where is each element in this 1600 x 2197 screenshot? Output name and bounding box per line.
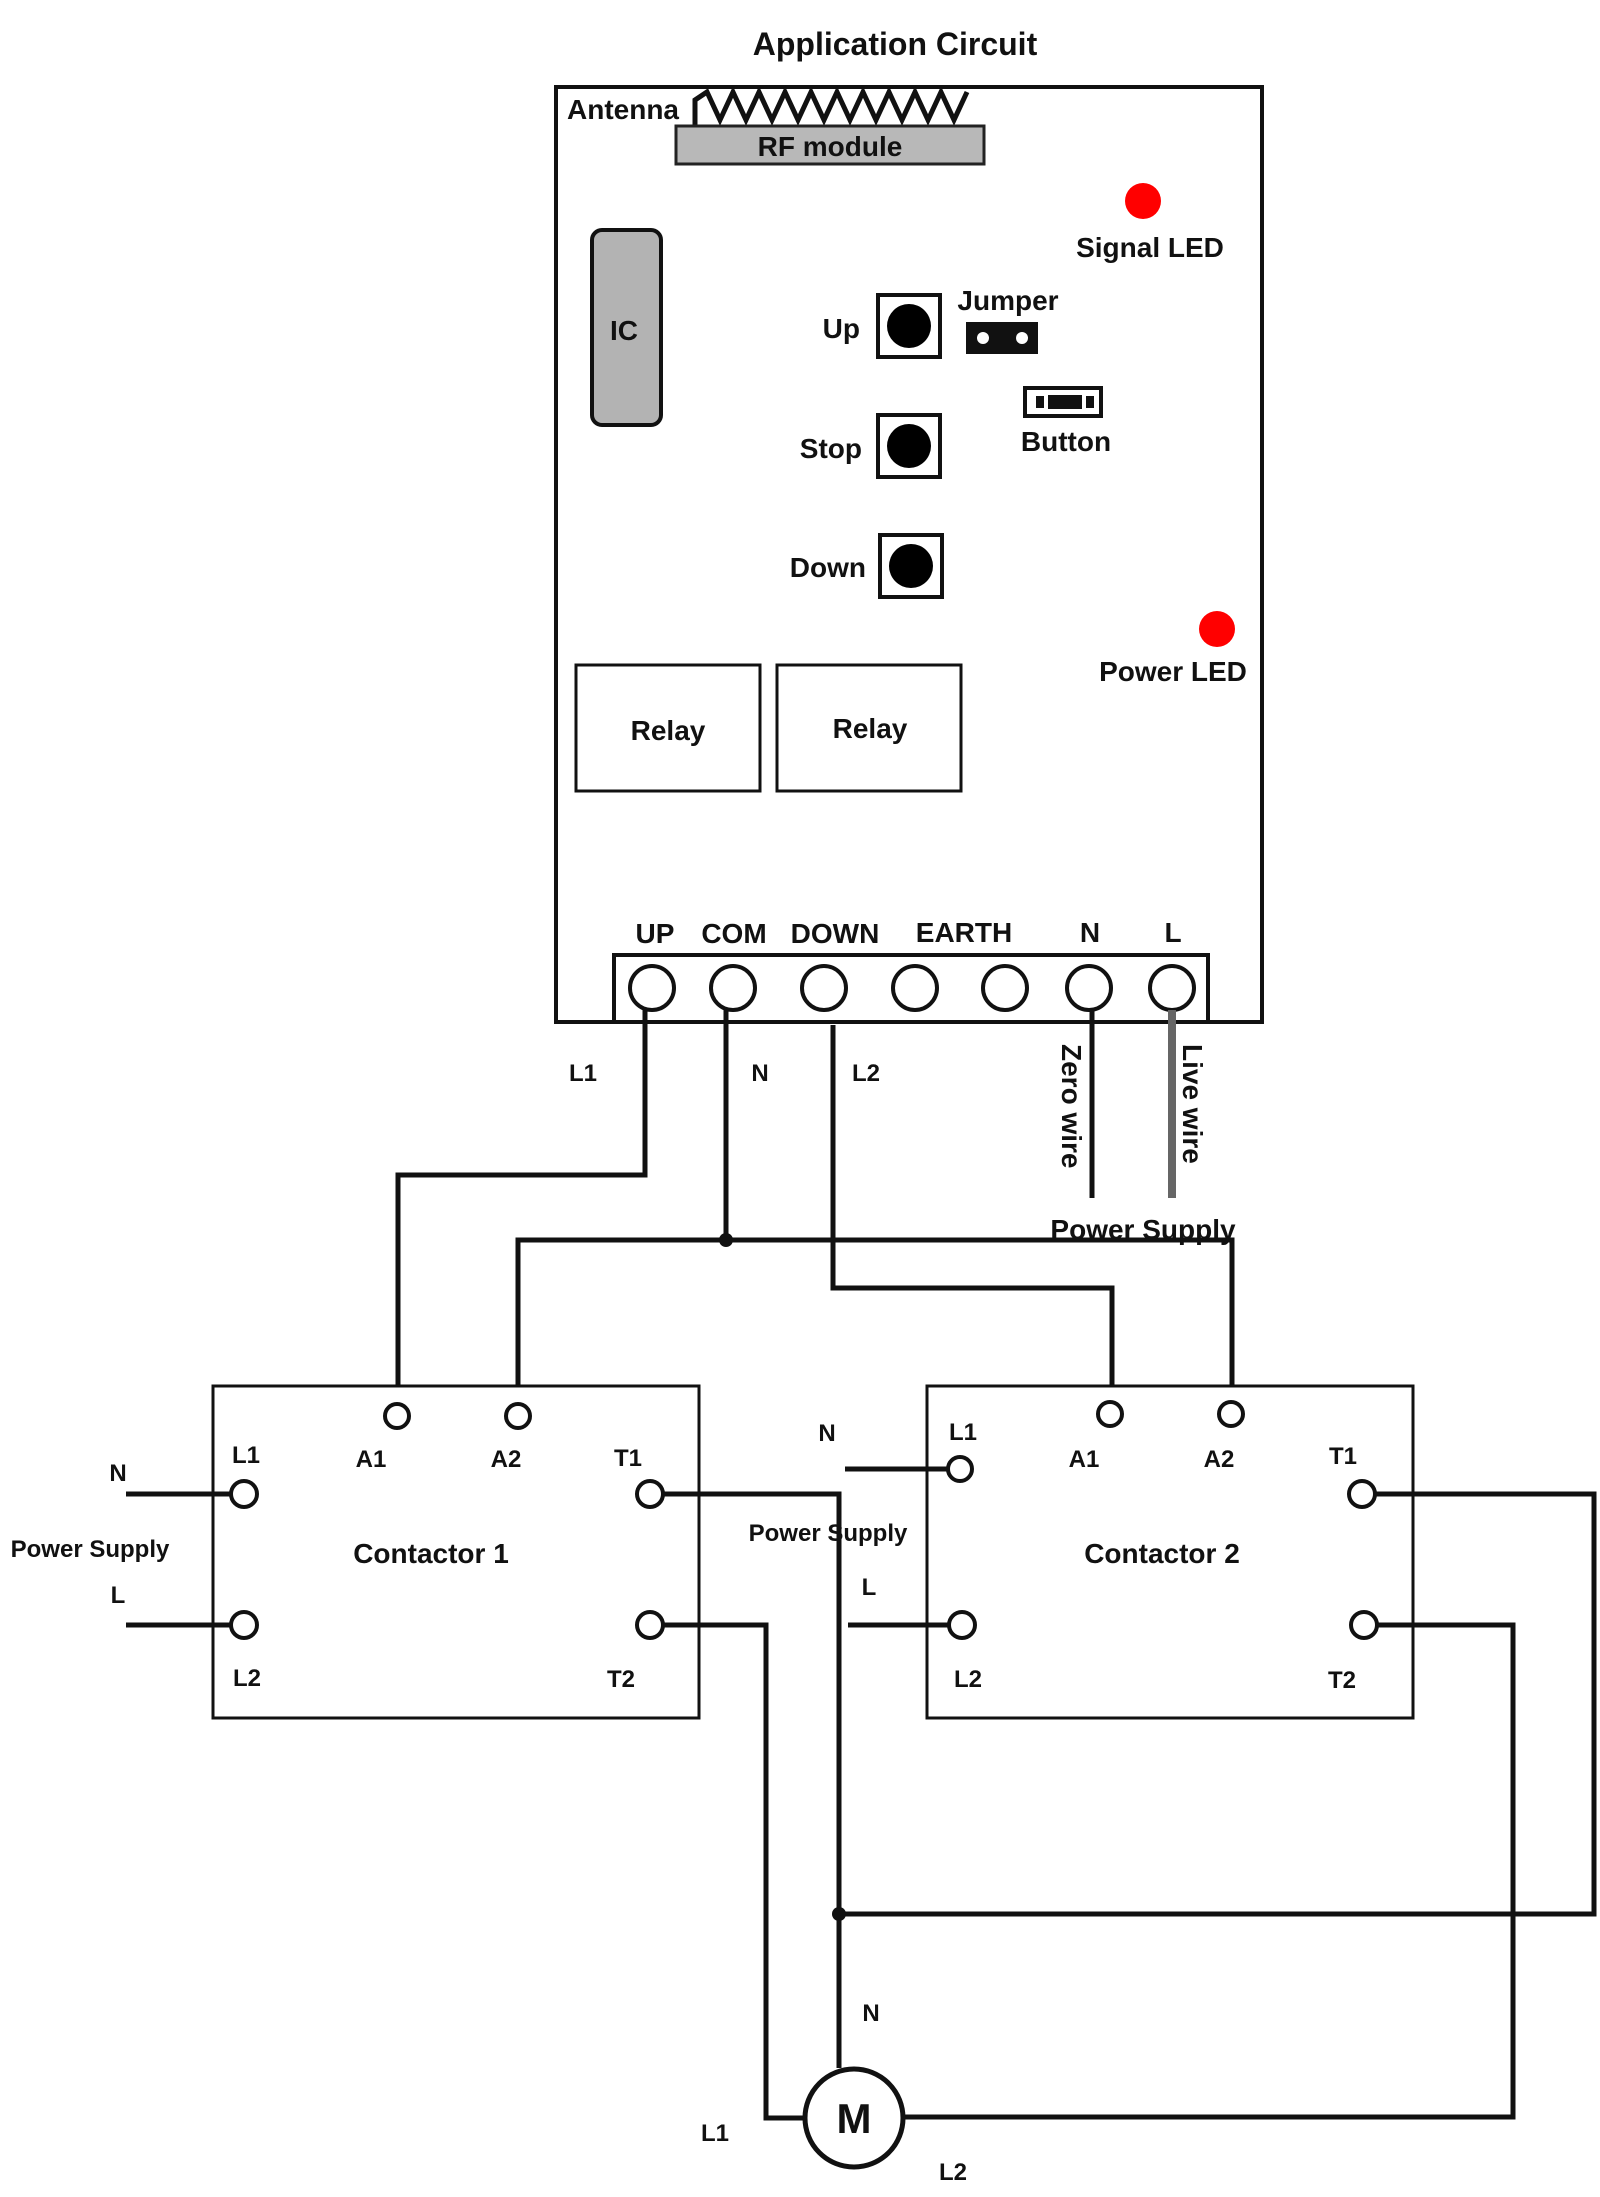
contactor-2 <box>925 1384 1415 1720</box>
ic-chip <box>590 228 663 427</box>
terminal-label-l: L <box>1164 917 1181 948</box>
terminal-label-n: N <box>1080 917 1100 948</box>
terminal-label-earth: EARTH <box>916 917 1012 948</box>
contactor-2-a1-label: A1 <box>1069 1446 1100 1473</box>
com-wire-label: N <box>751 1060 768 1087</box>
contactor-1-l2-label: L2 <box>233 1665 261 1692</box>
stop-button-label: Stop <box>800 433 862 464</box>
down-to-a1-wire <box>830 1025 1115 1407</box>
contactor-1-a2[interactable] <box>504 1402 532 1430</box>
power-led-icon <box>1199 611 1235 647</box>
down-button[interactable] <box>878 533 944 599</box>
contactor-1-label: Contactor 1 <box>353 1538 509 1569</box>
contactor-1-l1-label: L1 <box>232 1442 260 1469</box>
c1-t1-to-motor-n-wire <box>663 1491 842 2068</box>
contactor-1 <box>211 1384 701 1720</box>
zero-wire-label: Zero wire <box>1056 1044 1087 1168</box>
c2-t2-to-motor-l2-wire <box>904 1622 1516 2120</box>
power-led-label: Power LED <box>1099 656 1247 687</box>
contactor-2-a2[interactable] <box>1217 1400 1245 1428</box>
contactor-2-t1[interactable] <box>1347 1479 1377 1509</box>
contactor-2-label: Contactor 2 <box>1084 1538 1240 1569</box>
contactor-2-supply-l-label: L <box>862 1574 877 1601</box>
signal-led-label: Signal LED <box>1076 232 1224 263</box>
board-button-icon[interactable] <box>1023 386 1103 418</box>
contactor-2-supply-n-label: N <box>818 1420 835 1447</box>
down-wire-label: L2 <box>852 1060 880 1087</box>
up-button[interactable] <box>876 293 942 359</box>
up-wire-label: L1 <box>569 1060 597 1087</box>
contactor-1-t1-label: T1 <box>614 1445 642 1472</box>
contactor-2-l2[interactable] <box>947 1610 977 1640</box>
contactor-1-l2[interactable] <box>229 1610 259 1640</box>
relay-1 <box>574 663 762 793</box>
terminal-earth-1[interactable] <box>891 964 939 1012</box>
rf-module <box>674 124 986 166</box>
terminal-down[interactable] <box>800 964 848 1012</box>
contactor-1-l1[interactable] <box>229 1479 259 1509</box>
terminal-label-up: UP <box>636 918 675 949</box>
contactor-2-t2[interactable] <box>1349 1610 1379 1640</box>
motor-l2-label: L2 <box>939 2159 967 2186</box>
contactor-2-power-supply-label: Power Supply <box>749 1520 908 1547</box>
up-to-a1-wire <box>395 1010 648 1407</box>
relay-1-label: Relay <box>631 715 706 746</box>
terminal-label-down: DOWN <box>791 918 880 949</box>
terminal-com[interactable] <box>709 964 757 1012</box>
com-to-a2-wire <box>515 1237 1235 1416</box>
contactor-1-supply-l-label: L <box>111 1582 126 1609</box>
contactor-2-t1-label: T1 <box>1329 1443 1357 1470</box>
contactor-1-power-supply-label: Power Supply <box>11 1536 170 1563</box>
contactor-2-l2-label: L2 <box>954 1666 982 1693</box>
contactor-1-a1[interactable] <box>383 1402 411 1430</box>
jumper-icon[interactable] <box>966 322 1038 354</box>
contactor-1-t1[interactable] <box>635 1479 665 1509</box>
down-button-label: Down <box>790 552 866 583</box>
relay-2 <box>775 663 963 793</box>
motor-label: M <box>837 2095 872 2142</box>
c2-t1-to-motor-n-wire <box>839 1491 1597 1917</box>
contactor-2-l1[interactable] <box>946 1455 974 1483</box>
contactor-2-t2-label: T2 <box>1328 1667 1356 1694</box>
contactor-1-a2-label: A2 <box>491 1446 522 1473</box>
terminal-l[interactable] <box>1148 964 1196 1012</box>
terminal-label-com: COM <box>701 918 766 949</box>
motor-l1-label: L1 <box>701 2120 729 2147</box>
c1-t2-to-motor-l1-wire <box>663 1622 806 2121</box>
live-wire-label: Live wire <box>1177 1044 1208 1164</box>
terminal-up[interactable] <box>628 964 676 1012</box>
ic-label: IC <box>610 315 638 346</box>
contactor-2-a1[interactable] <box>1096 1400 1124 1428</box>
board-button-label: Button <box>1021 426 1111 457</box>
rf-module-label: RF module <box>758 131 903 162</box>
relay-2-label: Relay <box>833 713 908 744</box>
contactor-1-t2-label: T2 <box>607 1666 635 1693</box>
contactor-2-l1-label: L1 <box>949 1419 977 1446</box>
signal-led-icon <box>1125 183 1161 219</box>
antenna-label: Antenna <box>567 94 679 125</box>
motor-n-label: N <box>862 2000 879 2027</box>
motor-icon <box>802 2066 906 2170</box>
contactor-1-t2[interactable] <box>635 1610 665 1640</box>
up-button-label: Up <box>823 313 860 344</box>
antenna-coil-icon <box>692 86 970 140</box>
diagram-title: Application Circuit <box>753 26 1038 62</box>
terminal-n[interactable] <box>1065 964 1113 1012</box>
contactor-1-a1-label: A1 <box>356 1446 387 1473</box>
motor-n-junction <box>832 1907 846 1921</box>
com-junction <box>719 1233 733 1247</box>
stop-button[interactable] <box>876 413 942 479</box>
contactor-2-a2-label: A2 <box>1204 1446 1235 1473</box>
jumper-label: Jumper <box>957 285 1058 316</box>
terminal-earth-2[interactable] <box>981 964 1029 1012</box>
contactor-1-supply-n-label: N <box>109 1460 126 1487</box>
